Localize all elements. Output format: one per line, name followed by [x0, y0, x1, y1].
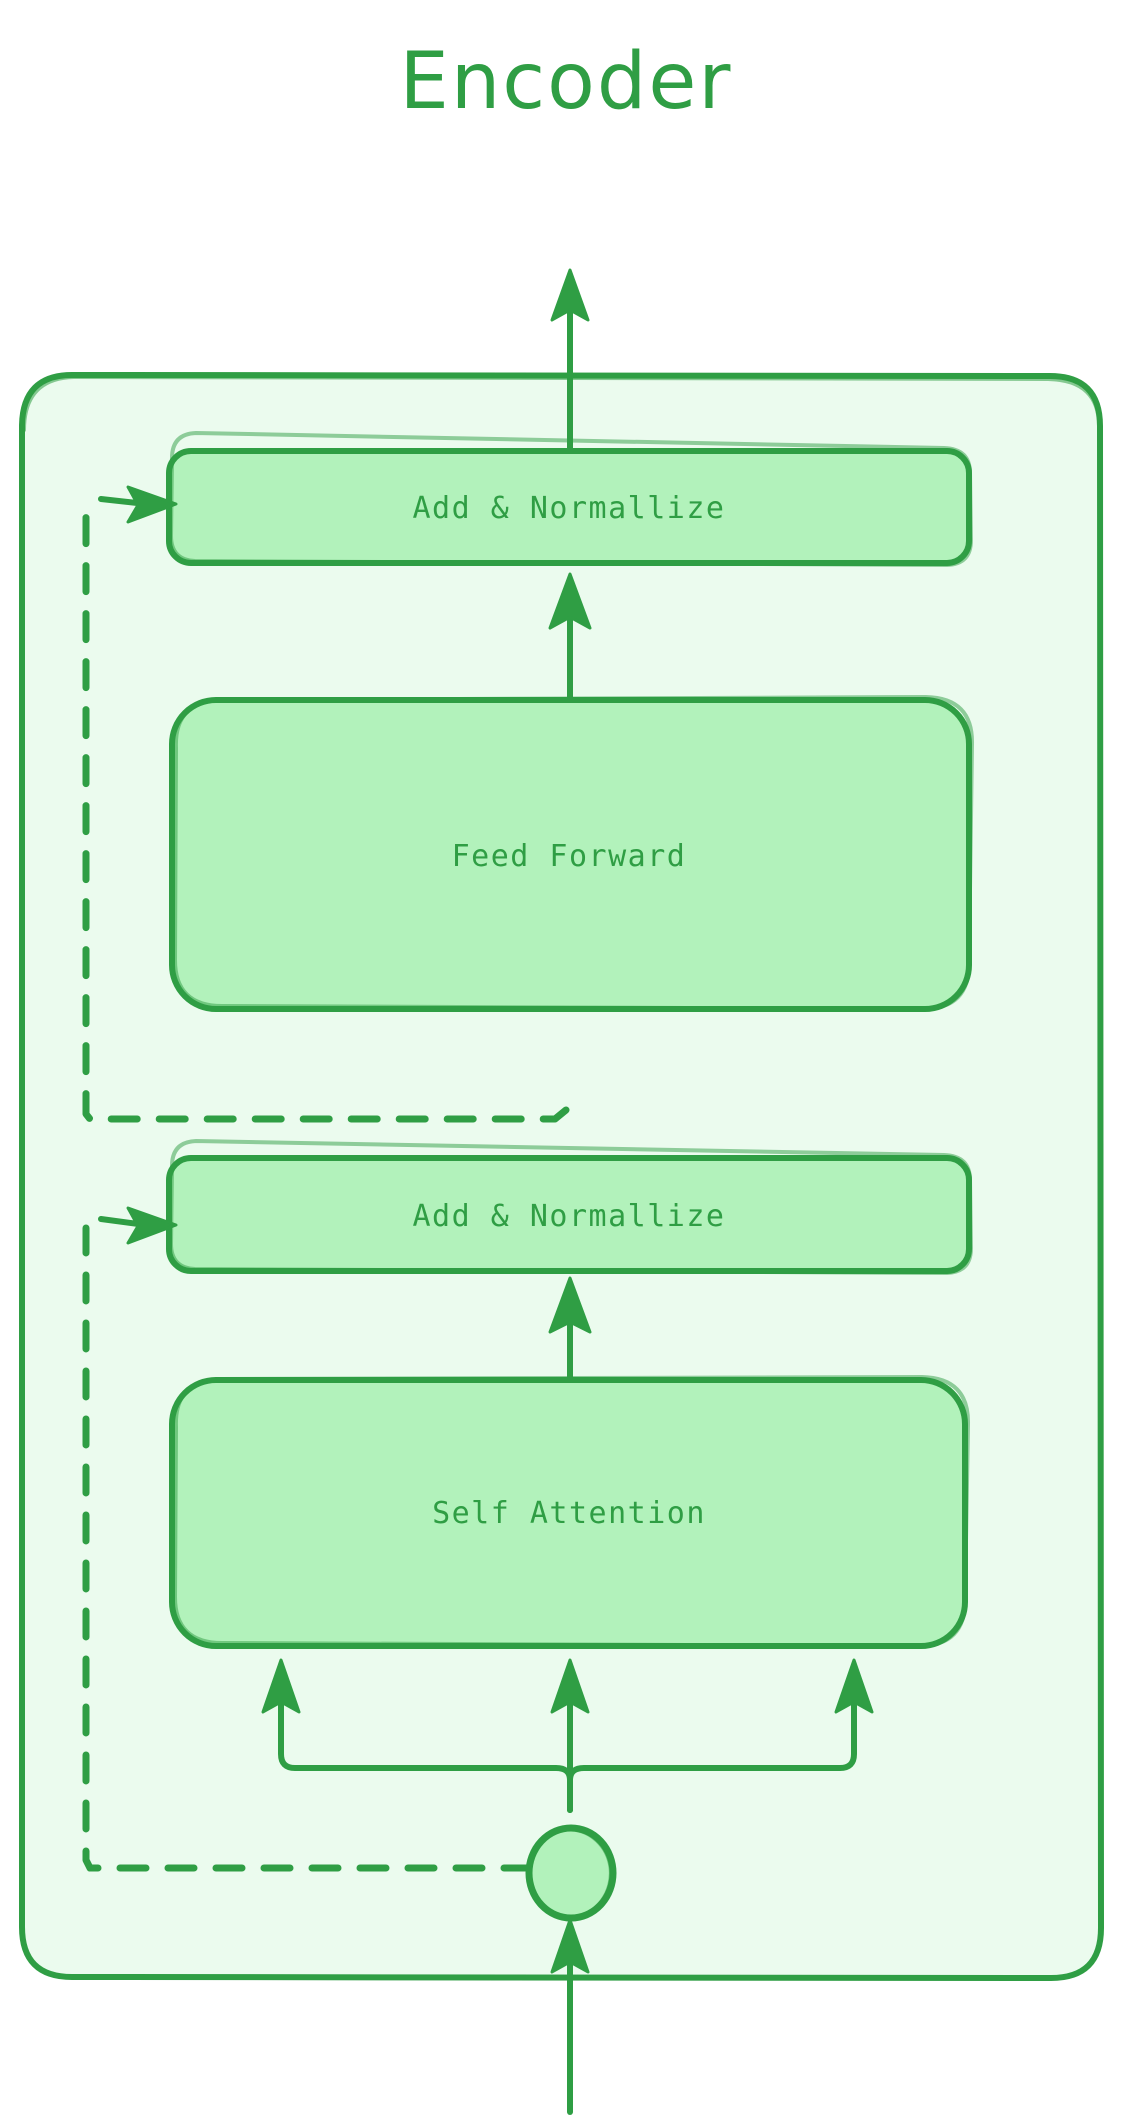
- input-arrow-head: [550, 1918, 590, 1974]
- node-feed-forward[interactable]: Feed Forward: [169, 694, 975, 1012]
- branch-arrow-left-head: [261, 1658, 301, 1714]
- add-normalize-bottom-sketch-stroke: [168, 1138, 974, 1276]
- arrow-selfattention-to-addnorm-bottom: [548, 1276, 592, 1383]
- node-add-normalize-bottom[interactable]: Add & Normallize: [166, 1138, 974, 1276]
- add-normalize-top-label: Add & Normallize: [413, 491, 726, 526]
- residual-dashed-upper-arrow-head: [126, 485, 178, 524]
- node-self-attention[interactable]: Self Attention: [169, 1374, 971, 1649]
- add-normalize-top-sketch-stroke: [168, 430, 974, 568]
- page-title: Encoder: [400, 37, 733, 127]
- residual-dashed-upper-line: [82, 498, 570, 1123]
- feed-forward-sketch-stroke: [172, 694, 975, 1012]
- residual-dashed-lower-arrow-head: [126, 1206, 178, 1245]
- branch-arrow-right-line: [567, 1687, 857, 1813]
- residual-dashed-upper: [82, 485, 570, 1123]
- self-attention-label: Self Attention: [432, 1496, 706, 1531]
- add-normalize-bottom-label: Add & Normallize: [413, 1199, 726, 1234]
- node-input-junction[interactable]: [525, 1824, 617, 1922]
- self-attention-sketch-stroke: [172, 1374, 971, 1649]
- output-arrow: [550, 268, 590, 458]
- node-add-normalize-top[interactable]: Add & Normallize: [166, 430, 974, 568]
- encoder-container-sketch-stroke: [22, 374, 1102, 432]
- arrow-selfattention-to-addnorm-bottom-head: [548, 1276, 592, 1334]
- arrow-feedforward-to-addnorm-top-head: [548, 572, 592, 630]
- feed-forward-label: Feed Forward: [452, 839, 687, 874]
- output-arrow-head: [550, 268, 590, 322]
- residual-dashed-lower-line: [82, 1224, 534, 1872]
- branch-arrow-right-head: [834, 1658, 874, 1714]
- residual-dashed-lower: [82, 1206, 534, 1872]
- branch-arrows-to-self-attention: [261, 1658, 874, 1813]
- branch-arrow-center-head: [550, 1658, 590, 1714]
- input-junction-sketch-stroke: [568, 1826, 614, 1921]
- input-arrow: [550, 1918, 590, 2115]
